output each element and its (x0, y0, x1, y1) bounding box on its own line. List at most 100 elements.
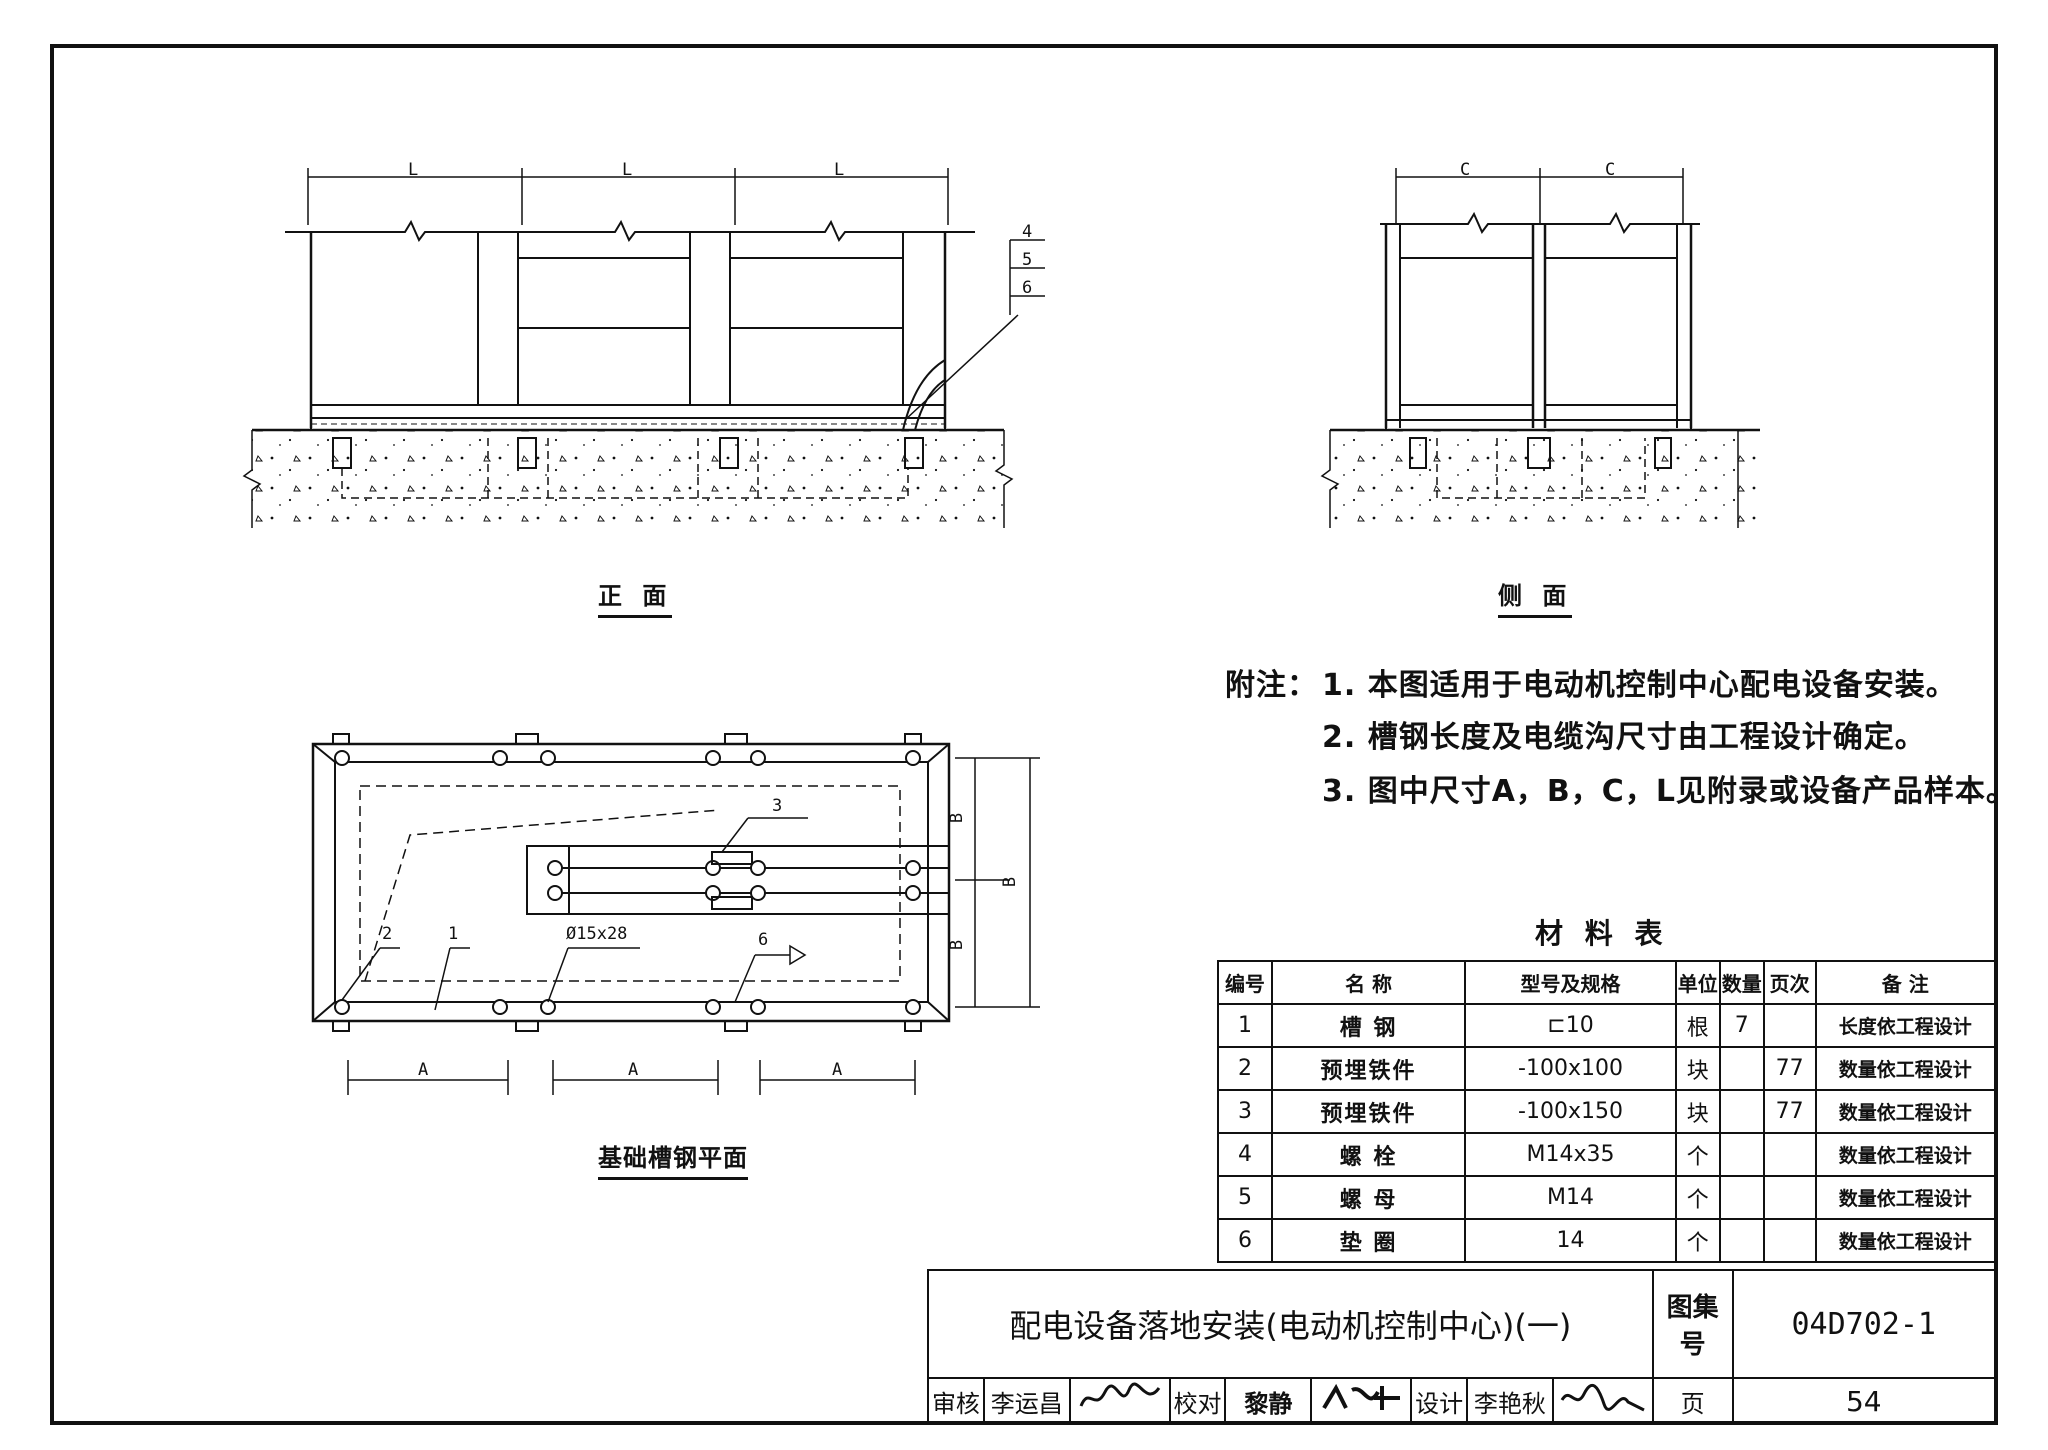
reviewer-signature (1068, 1377, 1171, 1425)
cell-page: 77 (1762, 1046, 1817, 1091)
materials-title: 材 料 表 (1535, 917, 1669, 950)
cell-remark: 数量依工程设计 (1814, 1175, 1997, 1220)
cell-no: 5 (1217, 1175, 1273, 1220)
front-callout-6: 6 (1022, 278, 1033, 298)
atlas-label: 图集号 (1651, 1269, 1734, 1379)
notes-prefix: 附注： (1225, 668, 1318, 703)
col-header-qty: 数量 (1718, 960, 1765, 1005)
table-row: 6 垫 圈 14 个 数量依工程设计 (1217, 1218, 1997, 1263)
cell-no: 3 (1217, 1089, 1273, 1134)
design-label: 设计 (1410, 1377, 1469, 1425)
atlas-number: 04D702-1 (1731, 1269, 1997, 1379)
cell-spec: -100x100 (1464, 1046, 1677, 1091)
plan-callout-6: 6 (758, 930, 769, 950)
title-block: 配电设备落地安装(电动机控制中心)(一) 图集号 04D702-1 审核 李运昌… (927, 1269, 1997, 1425)
materials-header-row: 编号 名 称 型号及规格 单位 数量 页次 备 注 (1217, 960, 1997, 1005)
cell-spec: 14 (1464, 1218, 1677, 1263)
cell-no: 1 (1217, 1003, 1273, 1048)
cell-spec: ⊏10 (1464, 1003, 1677, 1048)
col-header-page: 页次 (1762, 960, 1817, 1005)
plan-dim-a2: A (628, 1060, 639, 1080)
front-callout-4: 4 (1022, 222, 1033, 242)
table-row: 1 槽 钢 ⊏10 根 7 长度依工程设计 (1217, 1003, 1997, 1048)
side-dim-c1: C (1460, 160, 1471, 180)
cell-no: 4 (1217, 1132, 1273, 1177)
side-view (1320, 168, 1760, 528)
col-header-remark: 备 注 (1814, 960, 1997, 1005)
cell-name: 槽 钢 (1270, 1003, 1467, 1048)
plan-view-title: 基础槽钢平面 (598, 1138, 748, 1180)
cell-unit: 块 (1674, 1089, 1721, 1134)
cell-remark: 数量依工程设计 (1814, 1132, 1997, 1177)
front-view-title: 正 面 (598, 576, 673, 618)
cell-page (1762, 1175, 1817, 1220)
cell-no: 6 (1217, 1218, 1273, 1263)
cell-page (1762, 1218, 1817, 1263)
reviewer-name: 李运昌 (982, 1377, 1071, 1425)
note-item-2: 2. 槽钢长度及电缆沟尺寸由工程设计确定。 (1322, 720, 1926, 755)
cell-qty (1718, 1218, 1765, 1263)
review-label: 审核 (927, 1377, 985, 1425)
cell-name: 预埋铁件 (1270, 1089, 1467, 1134)
front-dim-l1: L (408, 160, 419, 180)
checker-signature (1310, 1377, 1413, 1425)
cell-qty (1718, 1175, 1765, 1220)
front-dim-l3: L (834, 160, 845, 180)
cell-qty: 7 (1718, 1003, 1765, 1048)
table-row: 3 预埋铁件 -100x150 块 77 数量依工程设计 (1217, 1089, 1997, 1134)
side-view-title: 侧 面 (1498, 576, 1573, 618)
side-dim-c2: C (1605, 160, 1616, 180)
table-row: 2 预埋铁件 -100x100 块 77 数量依工程设计 (1217, 1046, 1997, 1091)
cell-remark: 数量依工程设计 (1814, 1089, 1997, 1134)
cell-unit: 块 (1674, 1046, 1721, 1091)
plan-callout-1: 1 (448, 924, 459, 944)
check-label: 校对 (1168, 1377, 1227, 1425)
cell-qty (1718, 1089, 1765, 1134)
cell-remark: 数量依工程设计 (1814, 1046, 1997, 1091)
front-dim-l2: L (622, 160, 633, 180)
plan-dim-b3: B (1000, 876, 1021, 888)
checker-name: 黎静 (1224, 1377, 1313, 1425)
cell-spec: M14 (1464, 1175, 1677, 1220)
drawing-title: 配电设备落地安装(电动机控制中心)(一) (927, 1269, 1654, 1379)
designer-name: 李艳秋 (1466, 1377, 1554, 1425)
cell-unit: 个 (1674, 1218, 1721, 1263)
table-row: 5 螺 母 M14 个 数量依工程设计 (1217, 1175, 1997, 1220)
plan-bolt-spec: Ø15x28 (566, 924, 628, 944)
materials-table: 编号 名 称 型号及规格 单位 数量 页次 备 注 1 槽 钢 ⊏10 根 7 … (1217, 960, 1997, 1263)
cell-unit: 个 (1674, 1132, 1721, 1177)
col-header-no: 编号 (1217, 960, 1273, 1005)
cell-page: 77 (1762, 1089, 1817, 1134)
cell-name: 预埋铁件 (1270, 1046, 1467, 1091)
plan-view (311, 733, 1040, 1095)
plan-dim-b1: B (947, 812, 968, 824)
page-label: 页 (1651, 1377, 1734, 1425)
cell-qty (1718, 1132, 1765, 1177)
note-item-1: 1. 本图适用于电动机控制中心配电设备安装。 (1322, 668, 1957, 703)
col-header-unit: 单位 (1674, 960, 1721, 1005)
cell-spec: -100x150 (1464, 1089, 1677, 1134)
cell-unit: 个 (1674, 1175, 1721, 1220)
cell-spec: M14x35 (1464, 1132, 1677, 1177)
front-view (242, 168, 1045, 528)
front-callout-5: 5 (1022, 250, 1033, 270)
col-header-spec: 型号及规格 (1464, 960, 1677, 1005)
plan-dim-b2: B (947, 939, 968, 951)
table-row: 4 螺 栓 M14x35 个 数量依工程设计 (1217, 1132, 1997, 1177)
cell-name: 螺 栓 (1270, 1132, 1467, 1177)
plan-callout-2: 2 (382, 924, 393, 944)
plan-dim-a3: A (832, 1060, 843, 1080)
cell-name: 螺 母 (1270, 1175, 1467, 1220)
cell-remark: 数量依工程设计 (1814, 1218, 1997, 1263)
cell-name: 垫 圈 (1270, 1218, 1467, 1263)
plan-callout-3: 3 (772, 796, 783, 816)
cell-no: 2 (1217, 1046, 1273, 1091)
cell-qty (1718, 1046, 1765, 1091)
cell-page (1762, 1003, 1817, 1048)
cell-unit: 根 (1674, 1003, 1721, 1048)
col-header-name: 名 称 (1270, 960, 1467, 1005)
plan-dim-a1: A (418, 1060, 429, 1080)
note-item-3: 3. 图中尺寸A，B，C，L见附录或设备产品样本。 (1322, 774, 2017, 809)
